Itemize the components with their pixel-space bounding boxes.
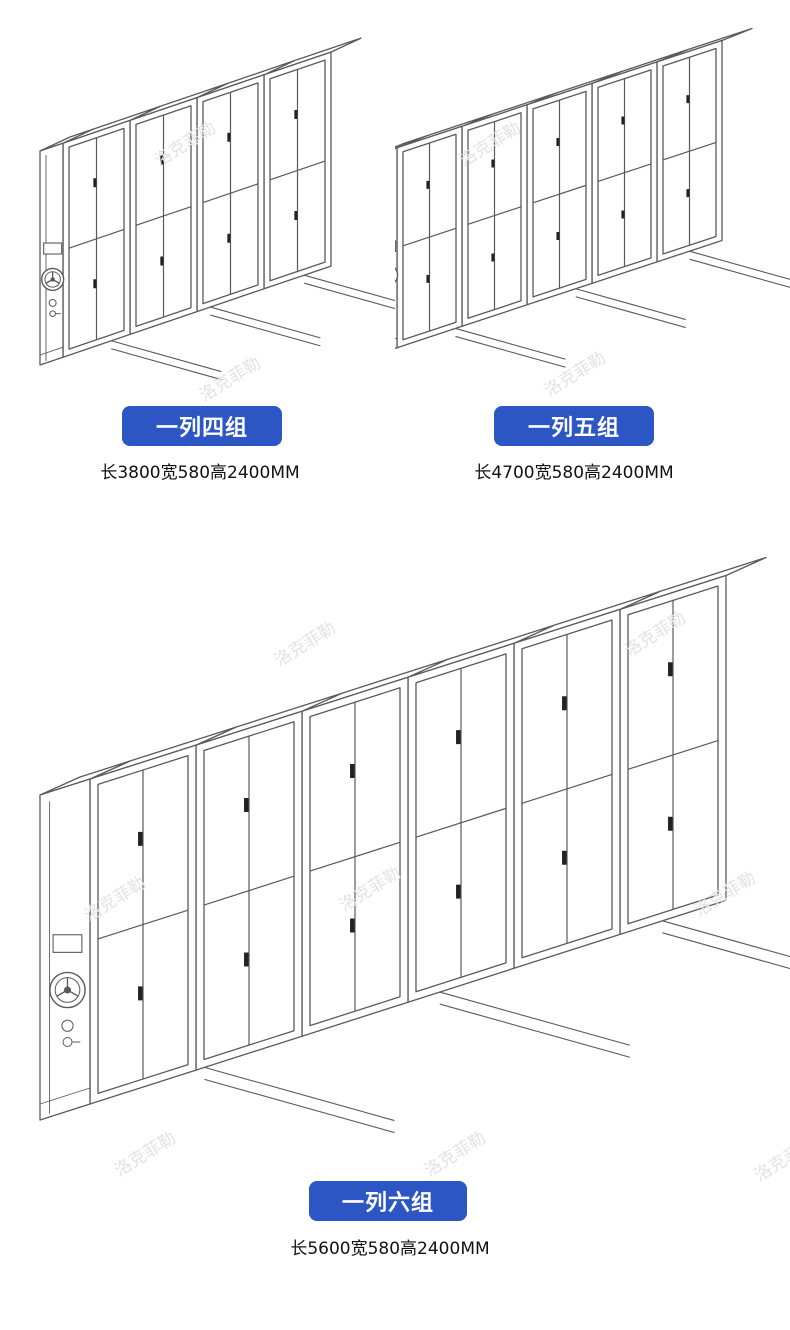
door-handle (491, 159, 495, 168)
door-split (597, 163, 652, 182)
display-screen (43, 242, 63, 255)
door-handle (668, 816, 673, 831)
cabinet-illustration-4-groups (39, 37, 395, 381)
door-split (415, 807, 507, 838)
hand-wheel-rim (44, 271, 61, 288)
floor-rail (689, 258, 790, 288)
floor-rail (111, 340, 222, 373)
floor-rail (111, 348, 222, 381)
door-handle (668, 662, 673, 677)
door-handle (562, 696, 567, 711)
door-handle (426, 180, 430, 189)
door-handle (562, 850, 567, 865)
door-handle (138, 986, 143, 1001)
hand-wheel-hub (63, 986, 72, 994)
display-screen (395, 240, 397, 252)
floor-rail (575, 296, 686, 329)
panel-base (39, 1087, 91, 1105)
door-split (662, 141, 717, 161)
door-split (627, 739, 719, 770)
floor-rail (662, 920, 790, 958)
door-split (309, 841, 401, 872)
door-handle (686, 189, 690, 198)
door-handle (244, 952, 249, 967)
door-handle (294, 210, 298, 220)
key-icon (49, 310, 56, 317)
door-handle (456, 884, 461, 899)
product-title-badge: 一列五组 (494, 406, 654, 446)
floor-rail (210, 314, 321, 347)
floor-rail (204, 1066, 395, 1122)
product-title-badge: 一列四组 (122, 406, 282, 446)
door-handle (227, 233, 231, 243)
floor-rail (689, 250, 790, 280)
door-handle (93, 279, 97, 289)
door-handle (294, 109, 298, 119)
door-handle (556, 231, 560, 240)
door-handle (456, 730, 461, 745)
floor-rail (304, 274, 395, 302)
door-handle (556, 137, 560, 146)
lock-icon (48, 298, 57, 307)
door-split (202, 183, 259, 204)
floor-rail (455, 327, 566, 360)
cabinet-illustration-5-groups (395, 27, 790, 368)
door-handle (621, 116, 625, 125)
cabinet-illustration-6-groups (39, 556, 790, 1134)
floor-rail (662, 932, 790, 970)
door-split (269, 160, 326, 181)
display-screen (52, 934, 83, 953)
door-handle (160, 155, 164, 165)
hand-wheel-icon (395, 267, 399, 283)
floor-rail (455, 335, 566, 368)
door-handle (138, 831, 143, 846)
door-split (521, 773, 613, 804)
floor-rail (304, 282, 395, 310)
floor-rail (575, 288, 686, 321)
floor-rail (439, 1003, 630, 1058)
product-title-badge: 一列六组 (309, 1181, 467, 1221)
door-split (203, 875, 295, 906)
door-split (402, 227, 457, 247)
door-split (532, 184, 587, 204)
panel-base (39, 346, 64, 356)
hand-wheel-hub (50, 277, 55, 282)
door-handle (686, 95, 690, 104)
door-handle (350, 918, 355, 933)
product-dimensions: 长3800宽580高2400MM (100, 463, 300, 483)
door-handle (426, 274, 430, 283)
door-split (68, 228, 125, 249)
door-handle (621, 210, 625, 219)
door-handle (227, 132, 231, 142)
lock-icon (61, 1019, 74, 1032)
floor-rail (210, 306, 321, 339)
door-handle (93, 178, 97, 188)
door-handle (350, 764, 355, 779)
door-handle (491, 253, 495, 262)
door-split (97, 909, 189, 940)
key-icon (62, 1037, 73, 1047)
door-handle (160, 256, 164, 266)
door-split (467, 206, 522, 225)
floor-rail (204, 1078, 395, 1134)
door-split (135, 206, 192, 226)
floor-rail (439, 991, 630, 1046)
product-dimensions: 长5600宽580高2400MM (290, 1239, 490, 1259)
product-dimensions: 长4700宽580高2400MM (474, 463, 674, 483)
control-panel-top (395, 135, 428, 150)
door-handle (244, 797, 249, 812)
